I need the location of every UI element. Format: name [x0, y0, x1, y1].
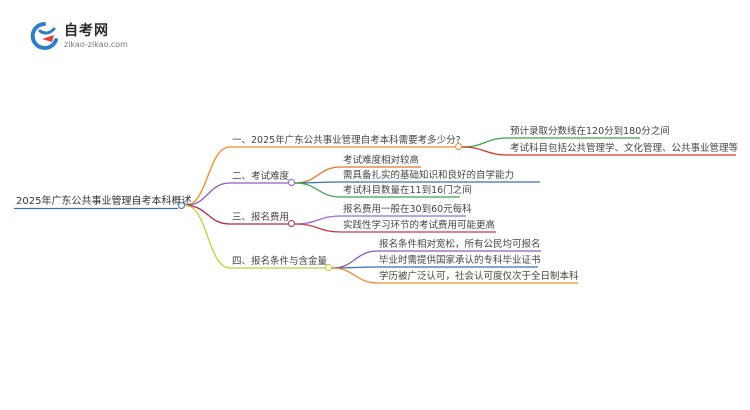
branch-1-item-2-connector [461, 146, 736, 156]
logo-title: 自考网 [64, 23, 109, 39]
logo-domain: zikao-zikao.com [64, 40, 128, 49]
branch-4-node [325, 264, 332, 271]
branch-3-item-1: 报名费用一般在30到60元每科 [343, 204, 472, 215]
branch-2-item-1: 考试难度相对较高 [343, 155, 420, 166]
branch-3-item-2-connector [294, 223, 496, 233]
branch-2-item-3-connector [294, 182, 460, 198]
branch-1-label: 一、2025年广东公共事业管理自考本科需要考多少分? [232, 135, 461, 146]
branch-2-node [288, 179, 295, 186]
mindmap-root-label: 2025年广东公共事业管理自考本科概述 [16, 196, 192, 207]
branch-2-label: 二、考试难度 [232, 171, 290, 182]
branch-2-item-3: 考试科目数量在11到16门之间 [343, 185, 472, 196]
branch-3-item-2: 实践性学习环节的考试费用可能更高 [343, 220, 496, 231]
branch-4-label: 四、报名条件与含金量 [232, 256, 328, 267]
branch-2-item-2: 需具备扎实的基础知识和良好的自学能力 [343, 170, 515, 181]
branch-1-item-1: 预计录取分数线在120分到180分之间 [510, 126, 670, 137]
branch-4-item-2: 毕业时需提供国家承认的专科毕业证书 [379, 255, 541, 266]
branch-4-connector [185, 204, 325, 269]
branch-4-item-2-connector [331, 266, 538, 269]
site-logo[interactable]: 自考网 zikao-zikao.com [30, 18, 150, 58]
root-node [178, 202, 185, 209]
branch-4-item-3: 学历被广泛认可，社会认可度仅次于全日制本科 [379, 271, 579, 282]
branch-3-label: 三、报名费用 [232, 212, 290, 223]
branch-4-item-1: 报名条件相对宽松，所有公民均可报名 [379, 239, 541, 250]
logo-icon [30, 22, 58, 50]
branch-2-connector [185, 182, 288, 207]
branch-4-item-3-connector [331, 267, 578, 284]
branch-1-node [455, 143, 462, 150]
branch-1-item-2: 考试科目包括公共管理学、文化管理、公共事业管理等 [510, 143, 739, 154]
branch-3-node [288, 220, 295, 227]
branch-3-connector [185, 204, 288, 225]
branch-1-connector [185, 146, 455, 207]
branch-2-item-2-connector [294, 181, 540, 184]
